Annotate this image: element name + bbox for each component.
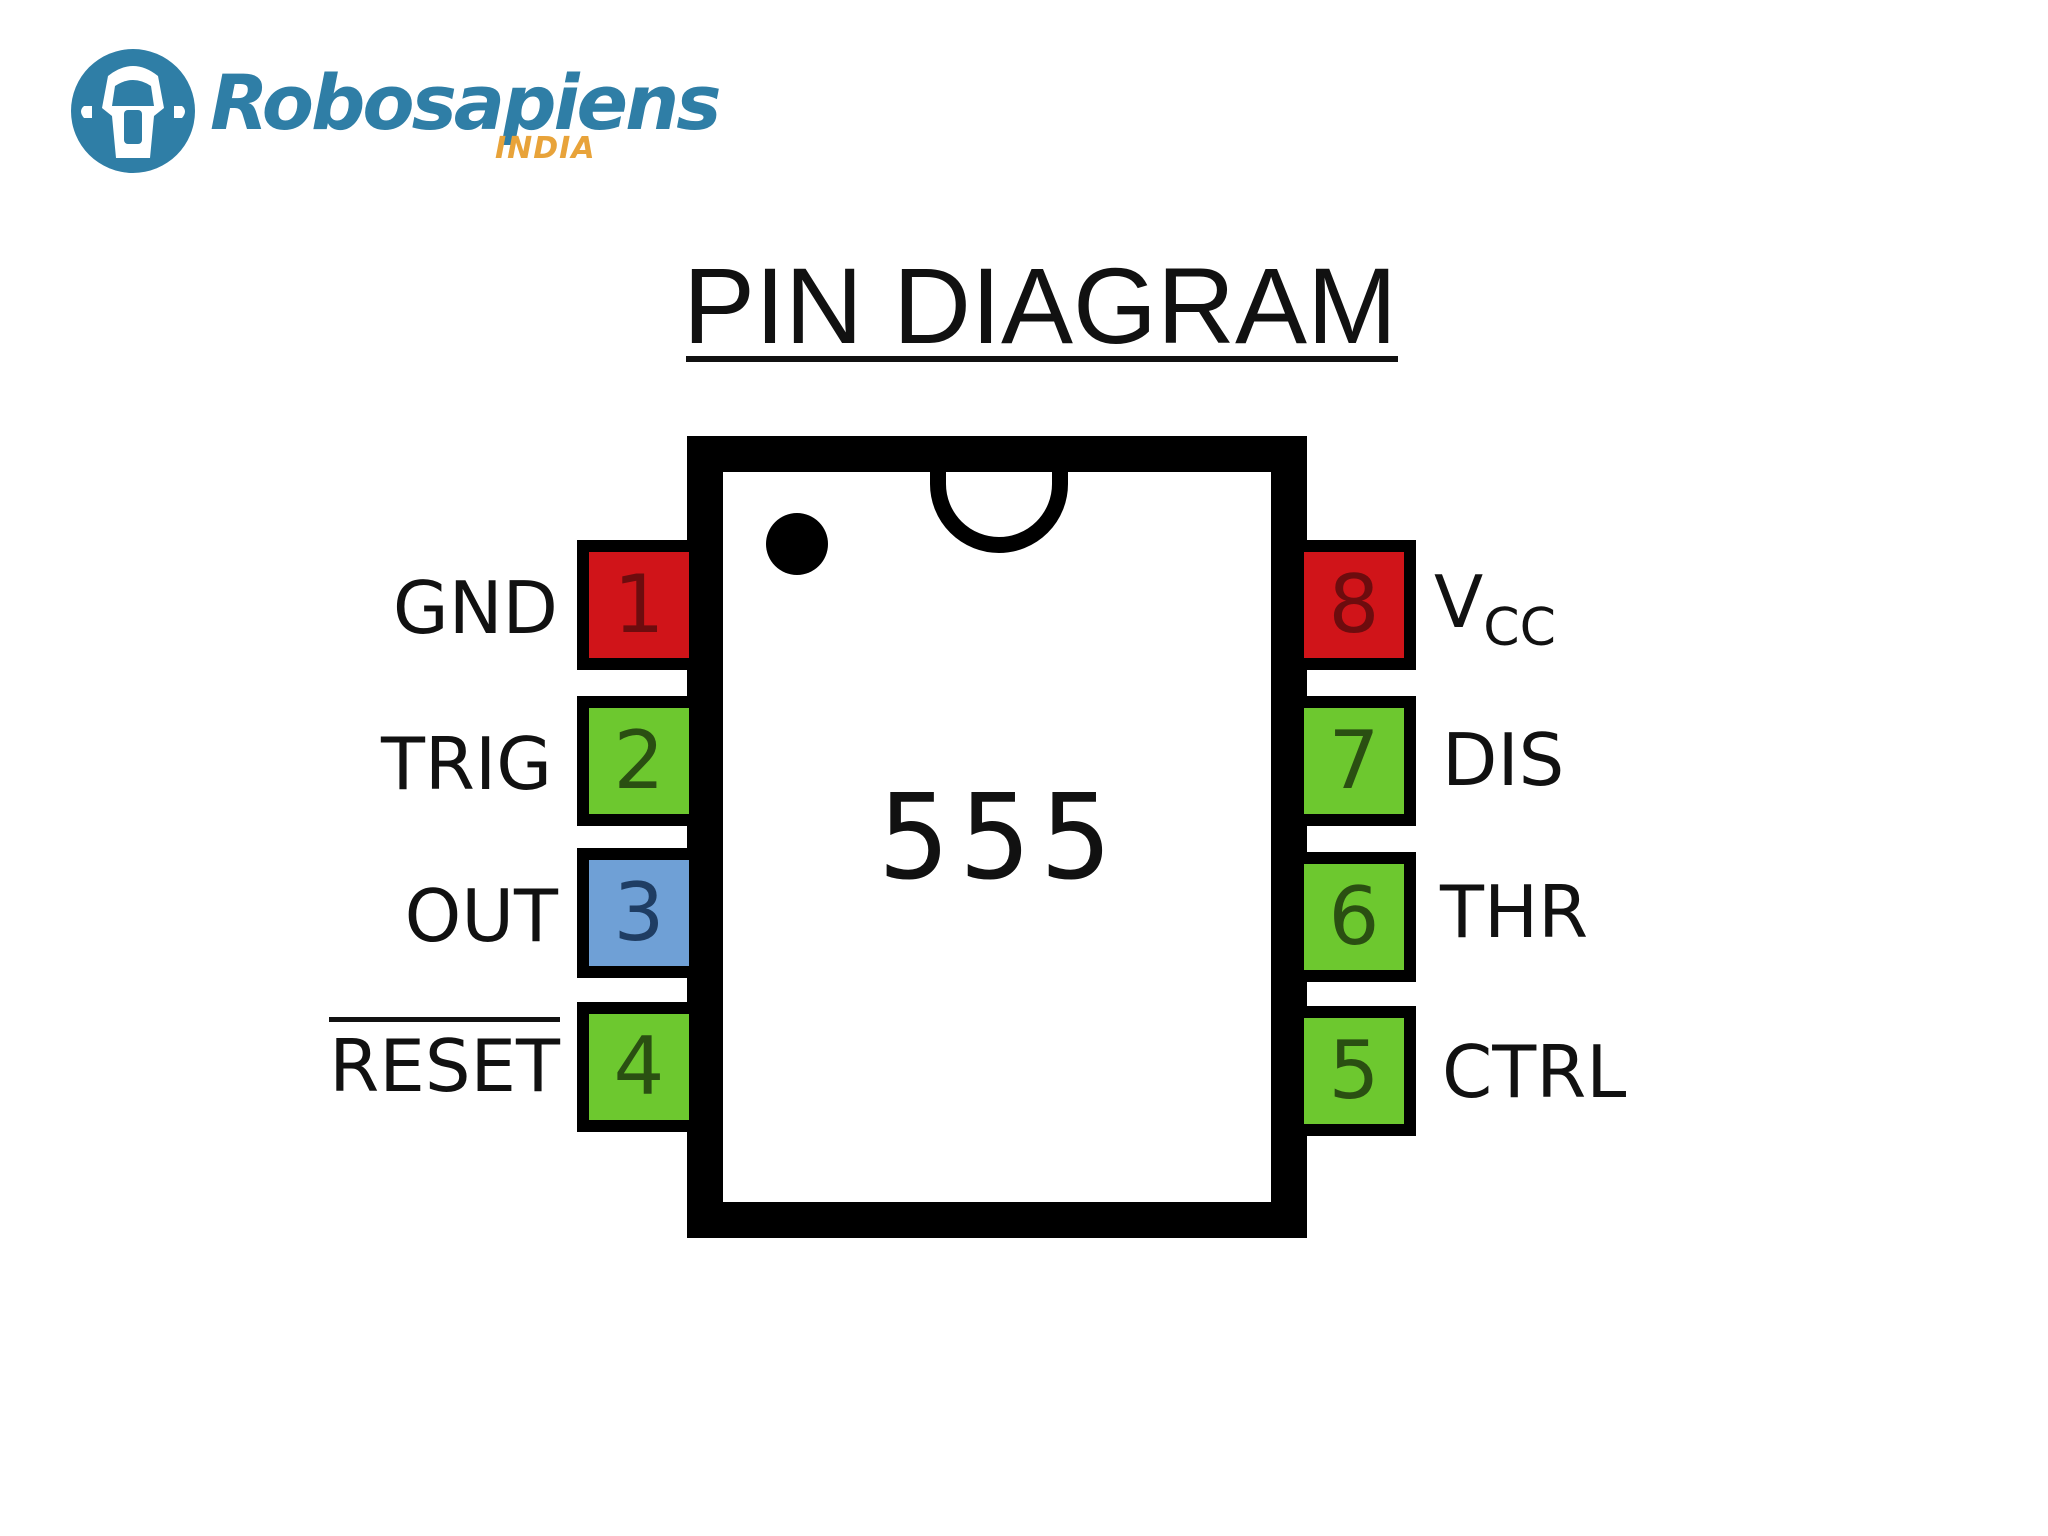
logo-sub: INDIA	[495, 131, 596, 166]
logo-brand: Robosapiens	[210, 58, 721, 147]
pin-3-label: OUT	[404, 874, 558, 958]
pin-number: 4	[613, 1020, 665, 1113]
robot-helmet-icon	[68, 46, 198, 176]
pin1-indicator-dot	[766, 513, 828, 575]
page-title: PIN DIAGRAM	[682, 245, 1398, 366]
pin-number: 3	[613, 866, 665, 959]
pin-5: 5	[1292, 1006, 1416, 1136]
pin-7: 7	[1292, 696, 1416, 826]
pin-4-label-text: RESET	[329, 1017, 560, 1108]
pin-number: 8	[1328, 558, 1380, 651]
pin-2-label: TRIG	[380, 722, 552, 806]
pin-number: 1	[613, 558, 665, 651]
pin-2: 2	[577, 696, 701, 826]
pin-8-label-subscript: CC	[1483, 598, 1556, 658]
chip-notch	[928, 454, 1070, 564]
pin-1-label: GND	[392, 566, 558, 650]
pin-number: 2	[613, 714, 665, 807]
pin-4-label: RESET	[240, 1017, 560, 1108]
pin-1: 1	[577, 540, 701, 670]
pin-8: 8	[1292, 540, 1416, 670]
pin-7-label: DIS	[1442, 718, 1565, 802]
pin-number: 7	[1328, 714, 1380, 807]
pin-6: 6	[1292, 852, 1416, 982]
pin-8-label: VCC	[1434, 560, 1734, 670]
pin-4: 4	[577, 1002, 701, 1132]
pin-6-label: THR	[1440, 870, 1589, 954]
pin-3: 3	[577, 848, 701, 978]
pin-5-label: CTRL	[1442, 1030, 1627, 1114]
pin-number: 5	[1328, 1024, 1380, 1117]
pin-number: 6	[1328, 870, 1380, 963]
title-underline	[686, 356, 1398, 362]
pin-8-label-main: V	[1434, 560, 1484, 644]
chip-label: 555	[878, 768, 1122, 906]
